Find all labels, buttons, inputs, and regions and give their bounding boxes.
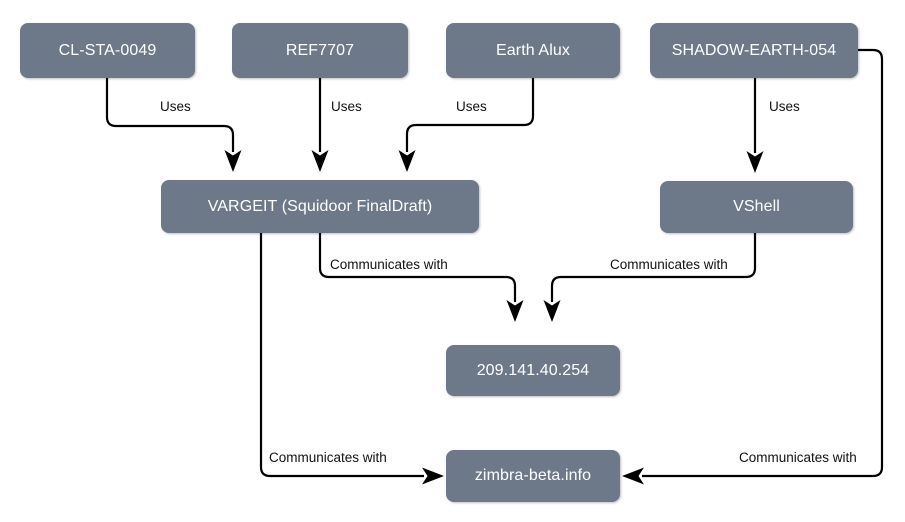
edge-cl-sta-0049-uses-vargeit [105, 78, 242, 172]
arrowhead [746, 151, 764, 173]
node-earth-alux[interactable]: Earth Alux [446, 23, 620, 78]
node-zimbra-beta-info[interactable]: zimbra-beta.info [446, 450, 620, 502]
edge-label-uses-ref7707: Uses [328, 99, 365, 114]
edge-label-uses-earth-alux: Uses [453, 99, 490, 114]
arrowhead [311, 150, 329, 172]
arrowhead [543, 300, 561, 322]
edge-vargeit-comm-zimbra [259, 233, 444, 485]
node-vargeit[interactable]: VARGEIT (Squidoor FinalDraft) [161, 180, 479, 233]
edge-label-comm-vargeit-zimbra: Communicates with [266, 450, 390, 465]
edge-vshell-comm-ip [543, 233, 757, 322]
node-ref7707[interactable]: REF7707 [232, 23, 408, 78]
edge-vargeit-comm-ip [318, 233, 524, 322]
edge-label-comm-vshell-ip: Communicates with [607, 257, 731, 272]
node-shadow-earth-054[interactable]: SHADOW-EARTH-054 [650, 23, 858, 78]
arrowhead [622, 467, 644, 485]
node-ip-address[interactable]: 209.141.40.254 [446, 345, 620, 396]
edge-label-uses-cl-sta-0049: Uses [157, 99, 194, 114]
edge-earth-alux-uses-vargeit [398, 78, 535, 172]
node-vshell[interactable]: VShell [660, 181, 853, 233]
edge-shadow-earth-054-uses-vshell [746, 78, 764, 173]
arrowhead [422, 467, 444, 485]
arrowhead [398, 150, 416, 172]
edge-shadow-earth-054-comm-zimbra [622, 48, 884, 485]
arrowhead [506, 300, 524, 322]
edge-label-comm-vargeit-ip: Communicates with [327, 257, 451, 272]
edge-ref7707-uses-vargeit [311, 78, 329, 172]
edge-label-uses-shadow-earth-054: Uses [766, 99, 803, 114]
arrowhead [224, 150, 242, 172]
edge-label-comm-shadow-zimbra: Communicates with [736, 450, 860, 465]
node-cl-sta-0049[interactable]: CL-STA-0049 [20, 23, 195, 78]
